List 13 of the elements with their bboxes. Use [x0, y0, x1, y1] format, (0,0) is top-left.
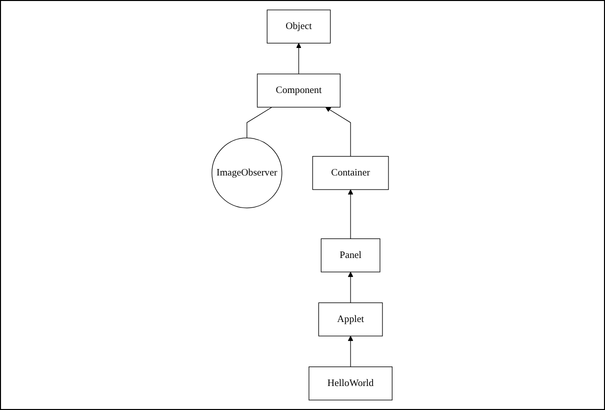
node-box: Object [267, 10, 332, 44]
arrow [326, 106, 352, 157]
node-box: Applet [318, 302, 384, 336]
arrow [348, 336, 354, 368]
arrow [348, 189, 354, 240]
node-box: Panel [321, 238, 381, 272]
node-box: Component [257, 74, 341, 108]
arrow [296, 42, 302, 74]
arrow [348, 272, 354, 304]
node-circle: ImageObserver [212, 138, 283, 208]
node-box: Container [312, 156, 390, 190]
connector [247, 106, 273, 138]
node-box: HelloWorld [309, 366, 393, 400]
